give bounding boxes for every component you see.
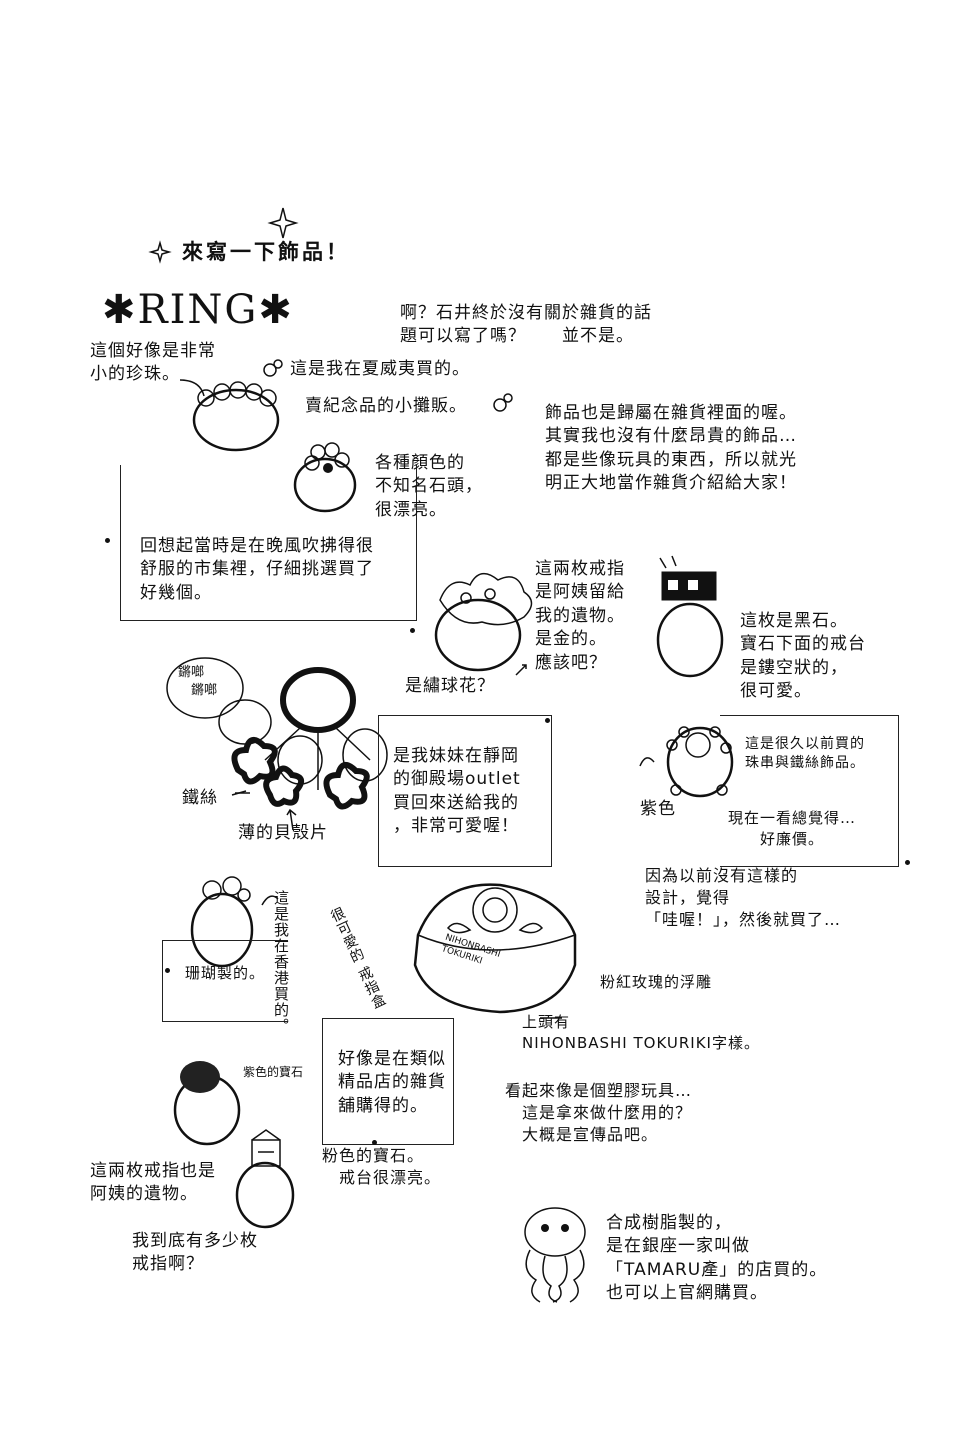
- pearl-note: 這個好像是非常 小的珍珠。: [90, 341, 216, 385]
- sister-note: 是我妹妹在靜岡 的御殿場outlet 買回來送給我的 ，非常可愛喔！: [393, 746, 521, 837]
- ring-box-illustration: [413, 883, 577, 1014]
- coral-ring-illustration: [190, 876, 254, 968]
- hawaii-note-2: 賣紀念品的小攤販。: [305, 396, 467, 416]
- coral-note: 珊瑚製的。: [185, 964, 266, 982]
- decorative-dot: [410, 628, 415, 633]
- ring-logo: ✱RING✱: [102, 287, 294, 333]
- beads-frame: [720, 715, 899, 867]
- purple-label: 紫色: [640, 799, 676, 819]
- hydrangea-note: 是繡球花？: [405, 676, 495, 696]
- purple-gem-ring-illustration: [173, 1061, 241, 1146]
- shell-label: 薄的貝殼片: [238, 823, 328, 843]
- black-stone-ring-illustration: [656, 555, 724, 678]
- decorative-dot: [545, 718, 550, 723]
- intro-text: 啊？石井終於沒有關於雜貨的話 題可以寫了嗎？ 並不是。: [400, 303, 652, 347]
- flower-stone-ring-illustration: [293, 442, 357, 513]
- aunt-rings-note: 這兩枚戒指 是阿姨留給 我的遺物。 是金的。 應該吧？: [535, 559, 625, 673]
- boutique-frame: [322, 1018, 454, 1145]
- octopus-illustration: [524, 1207, 586, 1303]
- market-note: 回想起當時是在晚風吹拂得很 舒服的市集裡，仔細挑選買了 好幾個。: [140, 536, 374, 603]
- decorative-dot: [105, 538, 110, 543]
- black-stone-note: 這枚是黑石。 寶石下面的戒台 是鏤空狀的， 很可愛。: [740, 611, 866, 702]
- ring-logo-text: RING: [137, 287, 259, 333]
- speech-bubble: [166, 657, 244, 719]
- sparkle-icon: [148, 207, 299, 264]
- decorative-dot: [905, 860, 910, 865]
- purple-gem-label: 紫色的寶石: [243, 1065, 304, 1079]
- boutique-note: 好像是在類似 精品店的雜貨 舖購得的。: [338, 1049, 446, 1116]
- intro-text-2: 飾品也是歸屬在雜貨裡面的喔。 其實我也沒有什麼昂貴的飾品… 都是些像玩具的東西，…: [545, 403, 797, 494]
- sister-frame: [378, 715, 552, 867]
- market-frame: [120, 465, 417, 621]
- decorative-dot: [165, 968, 170, 973]
- sound-effect: 鏘啷 鏘啷: [178, 665, 218, 698]
- resin-note: 合成樹脂製的， 是在銀座一家叫做 「TAMARU產」的店買的。 也可以上官網購買…: [606, 1213, 828, 1304]
- because-note: 因為以前沒有這樣的 設計，覺得 「哇喔！」，然後就買了…: [645, 866, 842, 930]
- engraved-note: 上頭有 NIHONBASHI TOKURIKI字樣。: [522, 1013, 760, 1052]
- cheap-note: 現在一看總覺得… 好廉價。: [728, 809, 857, 848]
- hongkong-note: 這是我在香港買的。: [272, 890, 290, 1034]
- pearl-ring-illustration: [192, 381, 280, 452]
- decorative-dot: [372, 1140, 377, 1145]
- flower-icon: [263, 359, 513, 412]
- pink-gem-note: 粉色的寶石。 戒台很漂亮。: [322, 1146, 442, 1188]
- shell-keyring-illustration: [218, 667, 388, 831]
- page-title: 來寫一下飾品！: [182, 240, 350, 264]
- arrow-icon: [179, 379, 562, 1019]
- wire-label: 鐵絲: [182, 788, 218, 808]
- beads-note: 這是很久以前買的 珠串與鐵絲飾品。: [745, 736, 865, 772]
- hydrangea-ring-illustration: [434, 572, 533, 672]
- hawaii-note-1: 這是我在夏威夷買的。: [290, 359, 470, 379]
- bead-wire-ring-illustration: [639, 726, 734, 798]
- pink-gem-ring-illustration: [235, 1129, 295, 1229]
- how-many-note: 我到底有多少枚 戒指啊？: [132, 1231, 258, 1275]
- rose-note: 粉紅玫瑰的浮雕: [600, 973, 713, 991]
- stones-note: 各種顏色的 不知名石頭， 很漂亮。: [375, 453, 483, 520]
- coral-frame: [162, 940, 288, 1022]
- plastic-note: 看起來像是個塑膠玩具… 這是拿來做什麼用的？ 大概是宣傳品吧。: [505, 1081, 693, 1145]
- aunt-rings-note-2: 這兩枚戒指也是 阿姨的遺物。: [90, 1161, 216, 1205]
